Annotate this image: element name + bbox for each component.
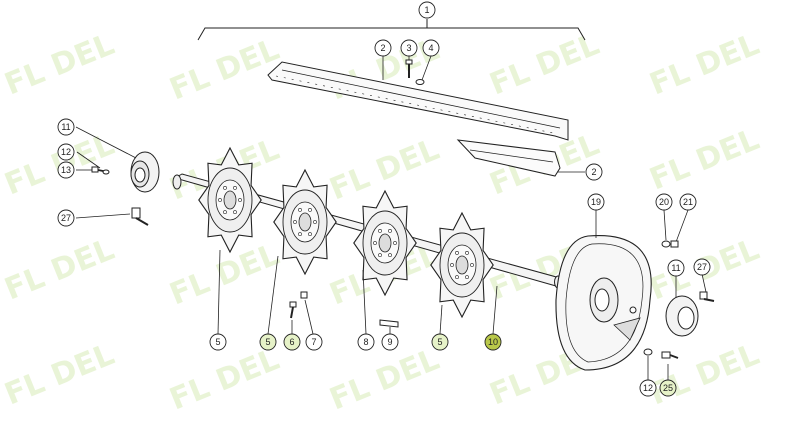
callout-label: 3 [406,43,411,53]
callout-label: 8 [363,337,368,347]
callout-19: 19 [587,193,605,211]
callout-label: 2 [591,167,596,177]
watermark-text: FL DEL [0,232,119,307]
callout-3: 3 [400,39,418,57]
callout-label: 27 [61,213,71,223]
callout-1: 1 [418,1,436,19]
callout-12: 12 [57,143,75,161]
callout-label: 12 [61,147,71,157]
washer-20 [661,240,671,248]
callout-label: 10 [488,337,498,347]
watermark-text: FL DEL [0,27,119,102]
callout-label: 9 [387,337,392,347]
washer-13 [102,169,110,175]
callout-label: 11 [671,263,680,273]
callout-2: 2 [585,163,603,181]
watermark-text: FL DEL [165,342,284,417]
watermark-text: FL DEL [645,337,764,412]
callout-label: 12 [643,383,653,393]
callout-5: 5 [431,333,449,351]
nut-7 [300,291,308,299]
key-9 [379,319,399,328]
watermark-text: FL DEL [485,27,604,102]
callout-21: 21 [679,193,697,211]
watermark-text: FL DEL [645,27,764,102]
callout-label: 11 [61,122,70,132]
callout-5: 5 [259,333,277,351]
callout-label: 13 [61,165,71,175]
beater-disc [353,189,417,297]
watermark-text: FL DEL [0,337,119,412]
beater-disc [198,146,262,254]
callout-25: 25 [659,379,677,397]
callout-7: 7 [305,333,323,351]
callout-label: 5 [215,337,220,347]
callout-2: 2 [374,39,392,57]
callout-label: 27 [697,262,707,272]
nut-21 [670,240,679,248]
bearing-housing-left [130,151,160,193]
assembly-bracket [197,27,586,41]
callout-4: 4 [422,39,440,57]
callout-label: 1 [424,5,429,15]
watermark-text: FL DEL [165,237,284,312]
callout-5: 5 [209,333,227,351]
beater-discs [198,146,494,319]
callout-10: 10 [484,333,502,351]
callout-label: 2 [380,43,385,53]
watermark-text: FL DEL [325,342,444,417]
callout-label: 6 [289,337,294,347]
washer-12-right [643,348,653,356]
callout-label: 5 [265,337,270,347]
washer-4 [415,79,425,85]
bolt-25 [661,351,671,359]
bolt-6 [289,301,297,319]
grease-nipple-27-right [699,291,715,302]
callout-label: 4 [428,43,433,53]
end-plate-19 [555,234,652,371]
callout-label: 20 [659,197,669,207]
callout-27: 27 [693,258,711,276]
callout-label: 7 [311,337,316,347]
callout-8: 8 [357,333,375,351]
callout-label: 21 [683,197,693,207]
callout-11: 11 [667,259,685,277]
callout-label: 25 [663,383,673,393]
callout-9: 9 [381,333,399,351]
callout-27: 27 [57,209,75,227]
callout-20: 20 [655,193,673,211]
beater-disc [430,211,494,319]
callout-6: 6 [283,333,301,351]
bearing-housing-right [665,295,699,337]
rasp-bar-upper [267,61,569,141]
watermark-text: FL DEL [165,32,284,107]
callout-label: 19 [591,197,601,207]
bolt-12-left [91,166,99,173]
callout-13: 13 [57,161,75,179]
callout-12: 12 [639,379,657,397]
watermark-text: FL DEL [645,122,764,197]
grease-nipple-27-left [131,207,149,226]
callout-11: 11 [57,118,75,136]
beater-disc [273,168,337,276]
callout-label: 5 [437,337,442,347]
